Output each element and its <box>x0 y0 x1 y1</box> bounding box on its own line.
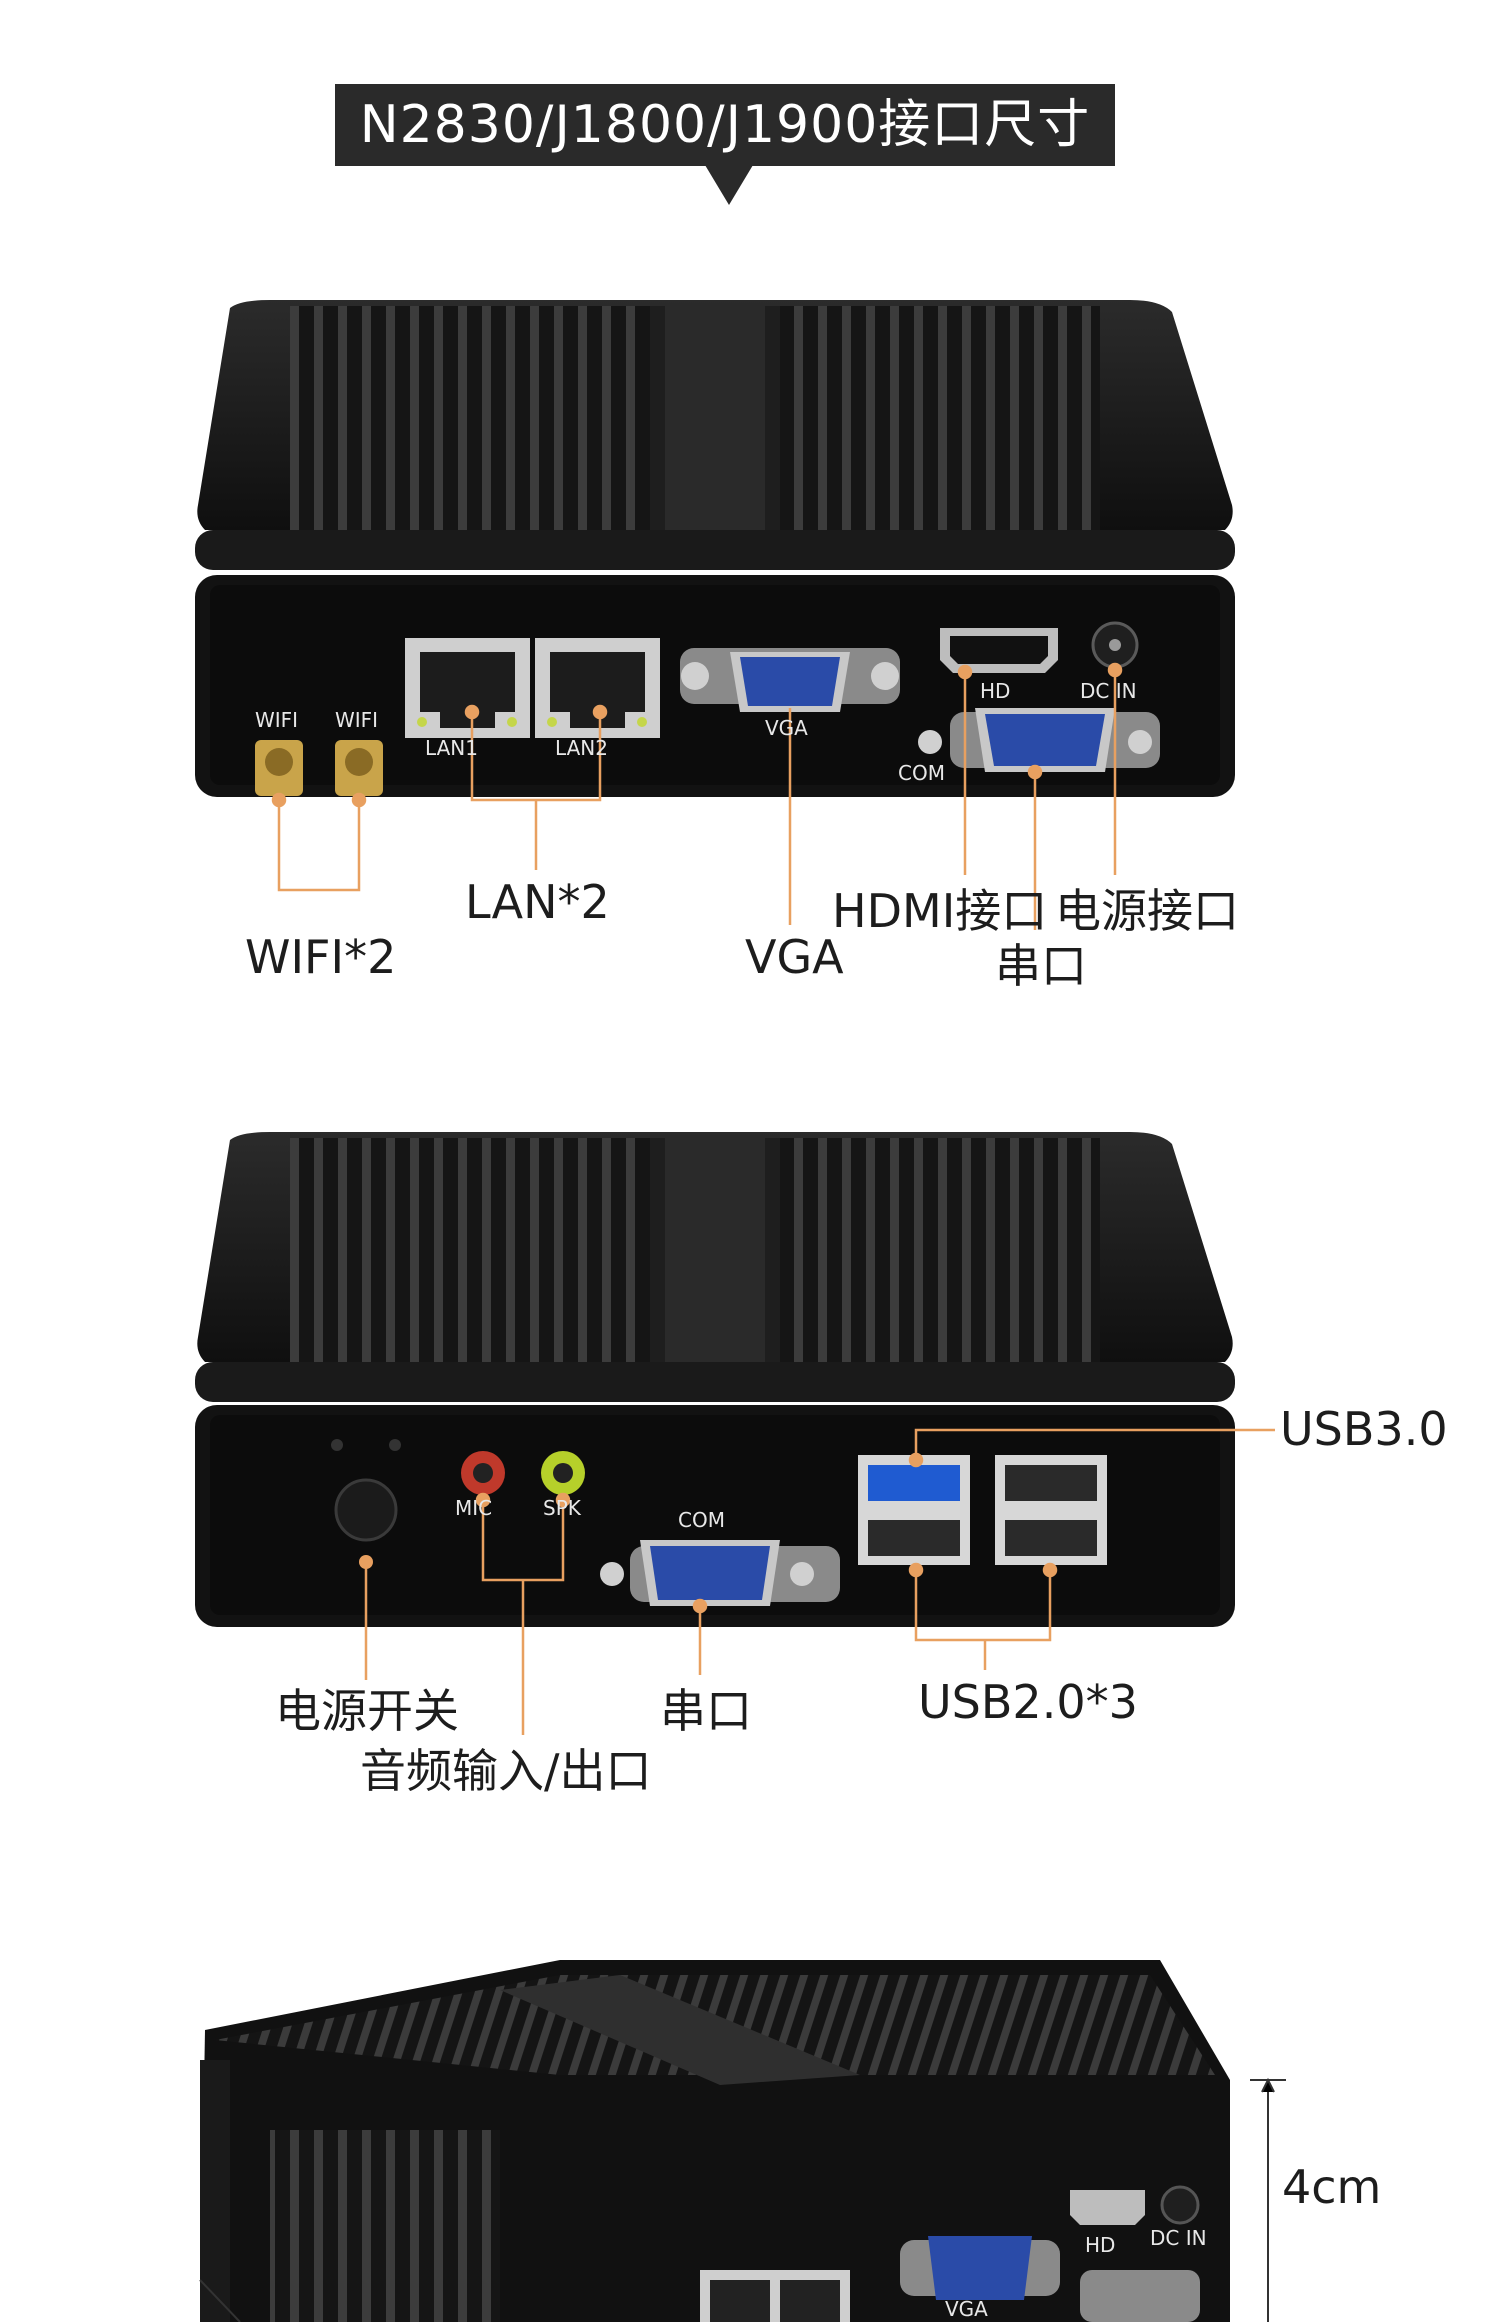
spk-port-label: SPK <box>543 1496 582 1520</box>
callout-usb3: USB3.0 <box>1280 1402 1448 1456</box>
title-pointer <box>705 165 753 205</box>
hd-port-label-3: HD <box>1085 2233 1115 2257</box>
leader-lines-2 <box>364 1428 1275 1735</box>
lan1-port <box>405 638 530 738</box>
vga-port-label-3: VGA <box>945 2297 988 2321</box>
com-port-label-2: COM <box>678 1508 725 1532</box>
page-title: N2830/J1800/J1900接口尺寸 <box>335 84 1115 166</box>
dcin-port-label-3: DC IN <box>1150 2226 1207 2250</box>
hd-port-label: HD <box>980 679 1010 703</box>
dcin-port-label: DC IN <box>1080 679 1137 703</box>
com-port <box>918 708 1160 772</box>
wifi-port-label-a: WIFI <box>255 708 298 732</box>
com-port-label: COM <box>898 761 945 785</box>
callout-serial: 串口 <box>995 939 1087 993</box>
height-dimension-marker <box>199 2077 1286 2322</box>
callout-serial-2: 串口 <box>660 1684 752 1738</box>
callout-wifi: WIFI*2 <box>245 930 397 984</box>
usb-ports-left <box>858 1455 970 1565</box>
com-port-2 <box>600 1540 840 1606</box>
spk-jack <box>541 1451 585 1495</box>
lan2-port <box>535 638 660 738</box>
lan1-port-label: LAN1 <box>425 736 478 760</box>
wifi-antenna-connectors <box>255 740 383 796</box>
mic-port-label: MIC <box>455 1496 492 1520</box>
callout-lan: LAN*2 <box>465 875 610 929</box>
mic-jack <box>461 1451 505 1495</box>
leader-lines-1 <box>271 662 1123 930</box>
callout-vga: VGA <box>745 930 844 984</box>
dc-in-port <box>1091 621 1139 669</box>
callout-usb2: USB2.0*3 <box>918 1675 1138 1729</box>
vga-port <box>680 648 900 712</box>
hdmi-port <box>940 628 1058 673</box>
vga-port-label: VGA <box>765 716 808 740</box>
callout-power-switch: 电源开关 <box>275 1684 459 1738</box>
callout-power-input: 电源接口 <box>1055 884 1239 938</box>
power-switch <box>331 1439 401 1569</box>
dimension-height: 4cm <box>1282 2160 1382 2214</box>
device-perspective-view <box>200 1960 1230 2322</box>
wifi-port-label-b: WIFI <box>335 708 378 732</box>
device-rear-view-2 <box>195 1132 1235 1627</box>
usb-ports-right <box>995 1455 1107 1565</box>
callout-hdmi: HDMI接口 <box>832 884 1048 938</box>
lan2-port-label: LAN2 <box>555 736 608 760</box>
callout-audio: 音频输入/出口 <box>360 1744 652 1798</box>
